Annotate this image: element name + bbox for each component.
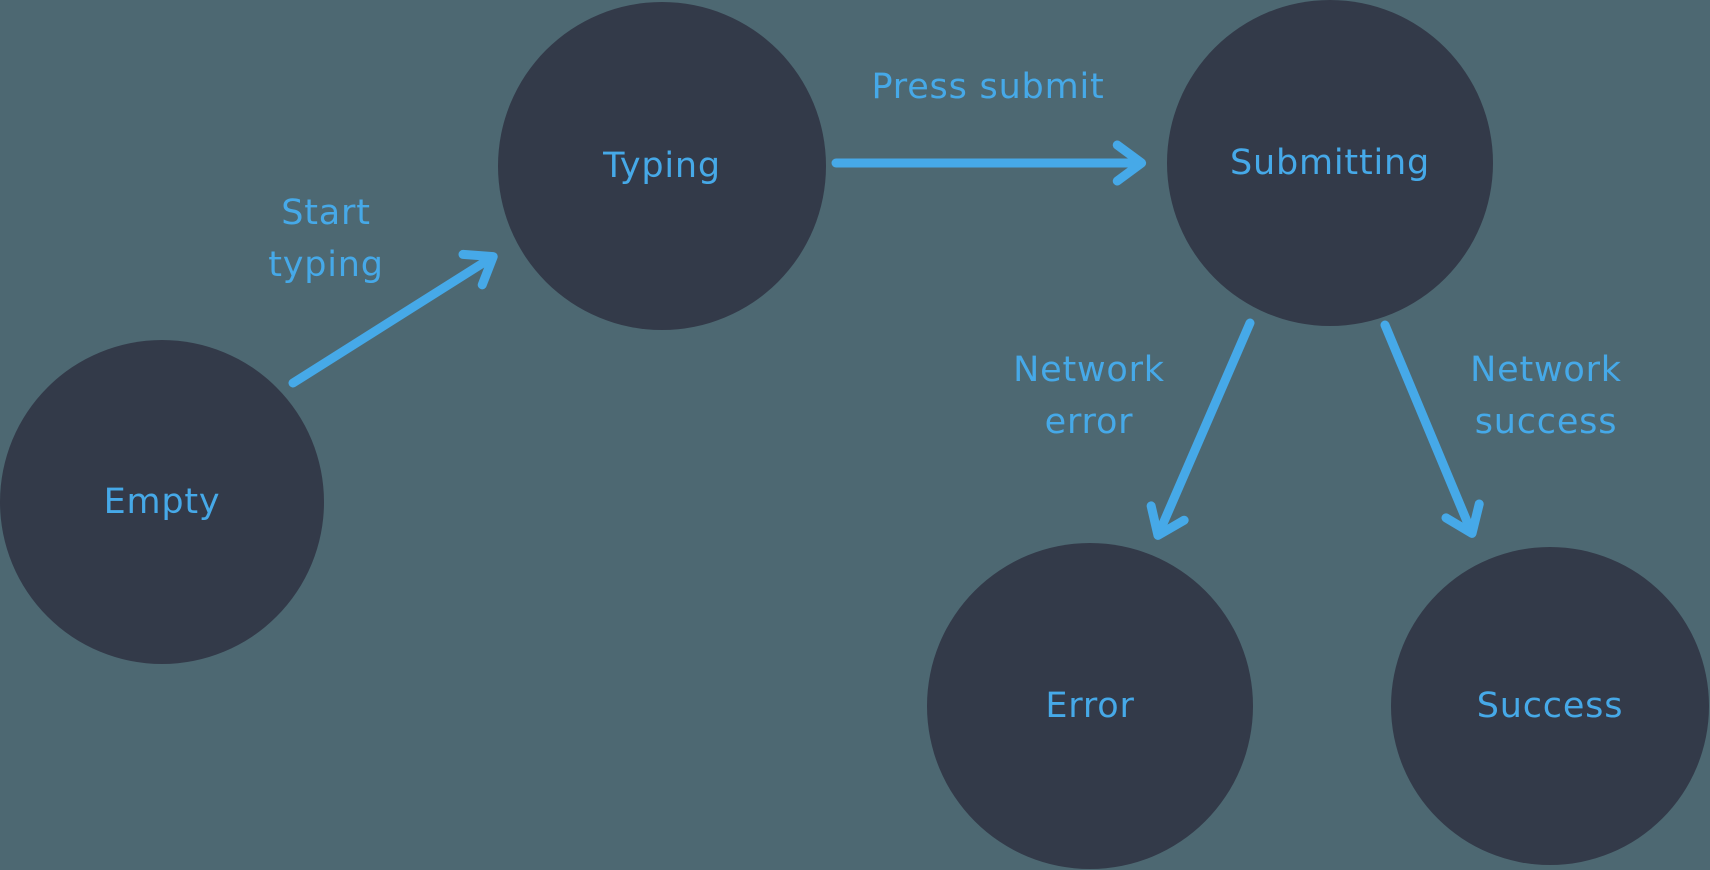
label-line: Start — [281, 193, 371, 233]
state-node-submitting: Submitting — [1167, 0, 1493, 326]
transition-arrow-submitting-to-success — [1380, 320, 1484, 538]
state-node-typing: Typing — [498, 2, 826, 330]
label-line: error — [1044, 402, 1134, 442]
state-label-submitting: Submitting — [1229, 143, 1430, 183]
state-node-success: Success — [1391, 547, 1709, 865]
transition-label-start-typing: Start typing — [268, 187, 384, 291]
label-line: Network — [1470, 350, 1622, 390]
state-label-error: Error — [1045, 686, 1135, 726]
label-line: typing — [268, 245, 384, 285]
state-node-empty: Empty — [0, 340, 324, 664]
label-line: Network — [1013, 350, 1165, 390]
transition-arrow-submitting-to-error — [1146, 318, 1255, 540]
transition-label-press-submit: Press submit — [871, 61, 1104, 113]
label-line: Press submit — [871, 67, 1105, 107]
label-line: success — [1474, 402, 1618, 442]
transition-label-network-success: Network success — [1470, 344, 1622, 448]
state-label-empty: Empty — [103, 482, 221, 522]
transition-label-network-error: Network error — [1013, 344, 1165, 448]
state-label-success: Success — [1476, 686, 1624, 726]
state-node-error: Error — [927, 543, 1253, 869]
state-label-typing: Typing — [603, 146, 721, 186]
